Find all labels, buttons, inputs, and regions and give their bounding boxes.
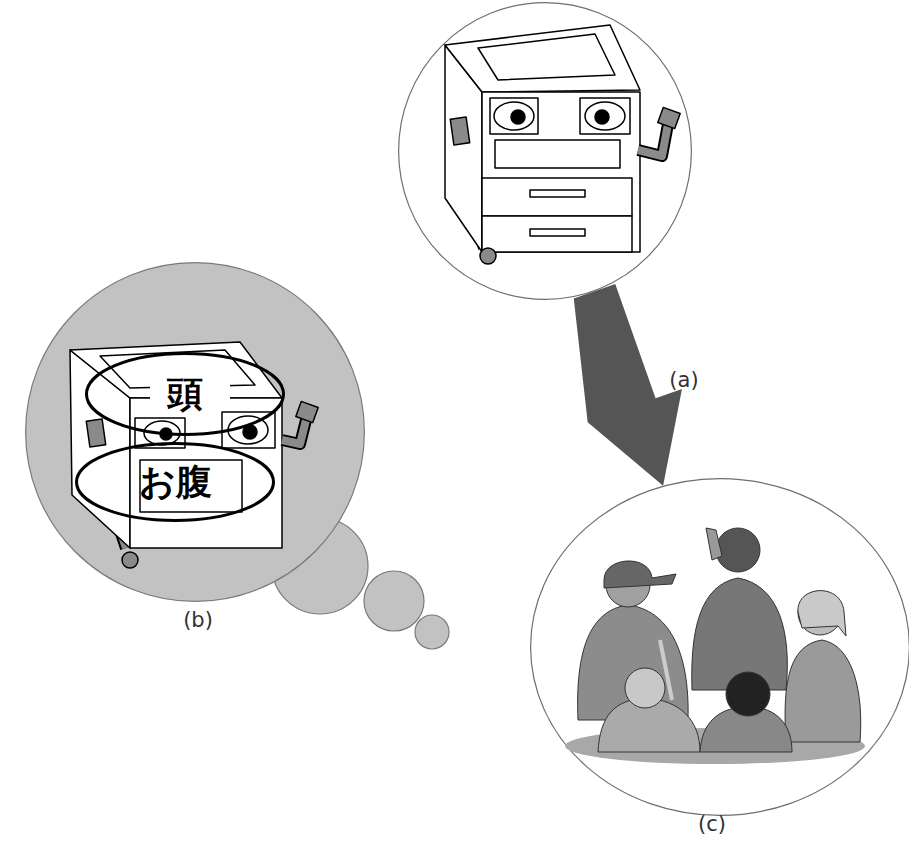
arrow-label: (a) (669, 368, 698, 392)
panel-caption: (b) (28, 608, 368, 632)
node-ellipse (87, 354, 284, 435)
body-part-label: お腹 (139, 464, 212, 500)
node-ellipse (399, 3, 692, 300)
node-ellipse (531, 479, 909, 816)
node-outline (25, 262, 365, 602)
body-part-label: 頭 (167, 376, 203, 412)
panel-caption: (c) (522, 812, 902, 836)
node-outline (530, 478, 909, 816)
thought-circle: (b)頭お腹 (25, 262, 365, 602)
part-ellipse: 頭 (85, 352, 285, 436)
node-ellipse (77, 444, 274, 521)
thought-bubble (415, 615, 449, 649)
part-ellipse: お腹 (75, 442, 275, 522)
node-outline (398, 2, 692, 300)
audience-circle: (c) (530, 478, 909, 816)
block-arrow (574, 284, 682, 486)
node-ellipse (26, 263, 365, 602)
scene-circle (398, 2, 692, 300)
thought-bubble (364, 571, 424, 631)
